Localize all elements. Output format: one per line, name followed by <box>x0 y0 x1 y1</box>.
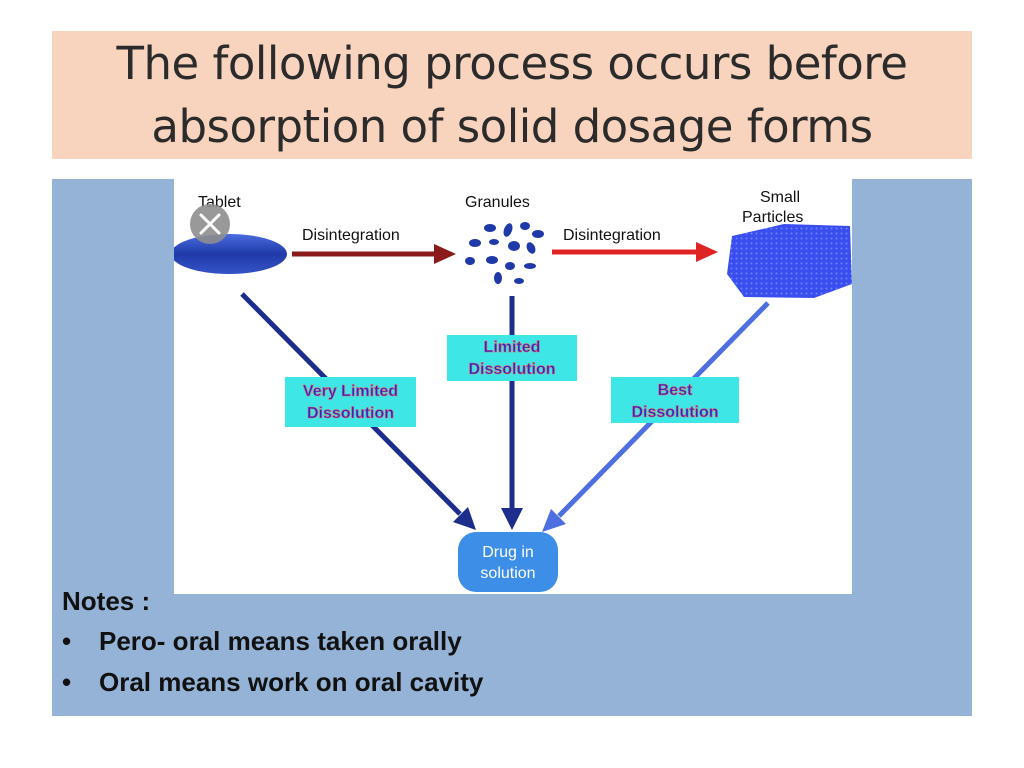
note-text: Oral means work on oral cavity <box>99 667 484 697</box>
granules-node: Granules <box>465 194 544 284</box>
list-item: • Pero- oral means taken orally <box>62 621 483 662</box>
bullet-icon: • <box>62 667 72 697</box>
disintegration-label-2: Disintegration <box>563 227 661 244</box>
limited-line-2: Dissolution <box>468 361 555 378</box>
slide-title: The following process occurs before abso… <box>52 31 972 159</box>
title-line-1: The following process occurs before <box>116 37 908 90</box>
dissolution-diagram: Tablet Granules Small Particles <box>174 176 852 594</box>
drug-solution-line-1: Drug in <box>482 544 534 561</box>
best-dissolution-box: Best Dissolution <box>611 377 739 423</box>
tablet-shape <box>174 234 287 274</box>
note-text: Pero- oral means taken orally <box>99 626 462 656</box>
very-limited-dissolution-box: Very Limited Dissolution <box>285 377 416 427</box>
notes-list: • Pero- oral means taken orally • Oral m… <box>62 621 483 703</box>
disintegration-label-1: Disintegration <box>302 227 400 244</box>
title-line-2: absorption of solid dosage forms <box>151 100 873 153</box>
limited-line-1: Limited <box>484 339 541 356</box>
granules-label: Granules <box>465 194 530 211</box>
disintegration-arrow-2 <box>552 242 718 262</box>
granules-shape <box>465 222 544 284</box>
small-particles-node: Small Particles <box>727 189 852 298</box>
drug-solution-line-2: solution <box>480 565 535 582</box>
limited-dissolution-box: Limited Dissolution <box>447 335 577 381</box>
very-limited-line-2: Dissolution <box>307 405 394 422</box>
small-particles-label-1: Small <box>760 189 800 206</box>
notes-section: Notes : • Pero- oral means taken orally … <box>62 585 483 703</box>
very-limited-line-1: Very Limited <box>303 383 398 400</box>
dissolution-arrow-granules <box>501 296 523 530</box>
close-icon[interactable] <box>190 204 230 244</box>
small-particles-label-2: Particles <box>742 209 803 226</box>
list-item: • Oral means work on oral cavity <box>62 662 483 703</box>
best-line-1: Best <box>658 382 693 399</box>
disintegration-arrow-1 <box>292 244 456 264</box>
drug-in-solution-node: Drug in solution <box>458 532 558 592</box>
bullet-icon: • <box>62 626 72 656</box>
best-line-2: Dissolution <box>631 404 718 421</box>
small-particles-shape <box>727 224 852 298</box>
notes-heading: Notes : <box>62 586 151 616</box>
